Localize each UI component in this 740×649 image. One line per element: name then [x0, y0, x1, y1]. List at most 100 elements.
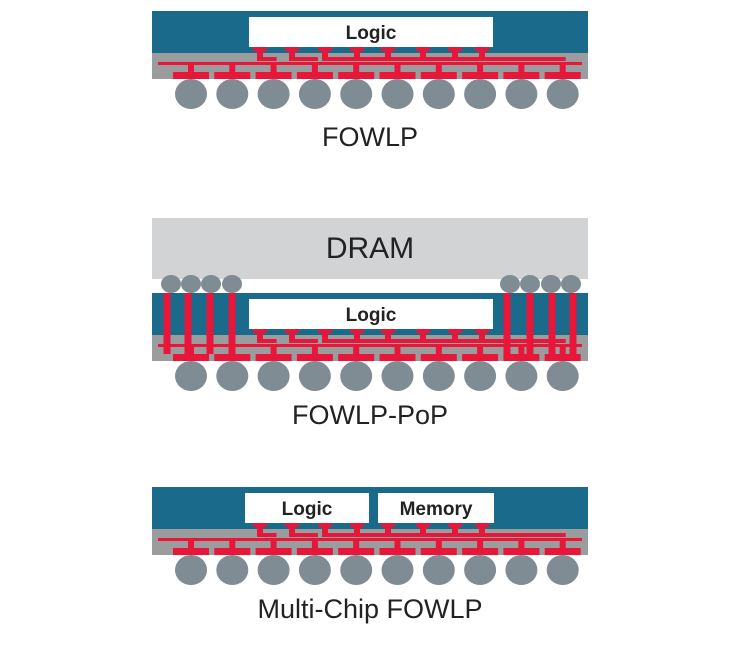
rdl-jog [420, 339, 484, 343]
rdl-stub [559, 62, 566, 74]
die-via [322, 47, 328, 61]
rdl-stub [311, 344, 318, 356]
rdl-stub [353, 344, 360, 356]
solder-ball [340, 361, 373, 391]
ball-pad [338, 548, 375, 555]
rdl-stub [435, 62, 442, 74]
pop-solder-ball [222, 275, 242, 293]
rdl-stub [518, 62, 525, 74]
pop-solder-ball [520, 275, 540, 293]
solder-ball [381, 555, 414, 585]
rdl-stub [477, 62, 484, 74]
die-via [385, 523, 391, 537]
rdl-stub [559, 344, 566, 356]
solder-ball [216, 555, 249, 585]
label-fowlp-pop: FOWLP-PoP [292, 400, 448, 430]
ball-pad [255, 354, 292, 361]
ball-pad [462, 548, 499, 555]
rdl-jog [354, 339, 401, 343]
rdl-jog [479, 339, 566, 343]
label-fowlp: FOWLP [322, 122, 418, 152]
ball-pad [544, 354, 581, 361]
pop-solder-ball [561, 275, 581, 293]
pop-solder-ball [161, 275, 181, 293]
die-via [322, 523, 328, 537]
rdl-trace [158, 344, 582, 347]
die-label-logic: Logic [346, 305, 397, 326]
rdl-jog [289, 339, 318, 343]
rdl-jog [420, 533, 484, 537]
solder-ball [546, 361, 579, 391]
rdl-jog [385, 57, 442, 61]
die-via [452, 523, 458, 537]
ball-pad [173, 354, 209, 361]
solder-ball [340, 79, 373, 109]
die-via [354, 47, 360, 61]
rdl-jog [479, 57, 566, 61]
ball-pad [420, 548, 457, 555]
rdl-jog [322, 339, 360, 343]
solder-ball [464, 79, 497, 109]
ball-pad [173, 548, 209, 555]
ball-pad [296, 354, 333, 361]
through-mold-via [526, 293, 534, 354]
through-mold-via [206, 293, 214, 354]
die-via [385, 47, 391, 61]
ball-pad [296, 548, 333, 555]
solder-ball [464, 361, 497, 391]
pop-solder-ball [541, 275, 561, 293]
ball-pad [255, 72, 292, 79]
die-via [385, 329, 391, 343]
ball-pad [255, 548, 292, 555]
die-via [420, 523, 426, 537]
solder-ball [175, 79, 207, 109]
package-fowlp: Logic [152, 11, 588, 109]
die-via [354, 329, 360, 343]
ball-pad [544, 72, 581, 79]
rdl-stub [188, 538, 194, 550]
rdl-stub [229, 62, 236, 74]
die-logic [249, 299, 493, 329]
die-via [322, 329, 328, 343]
ball-pad [462, 354, 499, 361]
rdl-stub [394, 344, 401, 356]
rdl-stub [311, 538, 318, 550]
die-via [289, 329, 295, 343]
die-via [354, 523, 360, 537]
rdl-stub [353, 62, 360, 74]
rdl-stub [477, 344, 484, 356]
solder-ball [422, 79, 455, 109]
rdl-stub [188, 62, 194, 74]
pop-solder-ball [201, 275, 221, 293]
rdl-jog [257, 533, 277, 537]
solder-ball [505, 555, 538, 585]
solder-ball [422, 361, 455, 391]
solder-ball [340, 555, 373, 585]
solder-ball [175, 555, 207, 585]
through-mold-via [228, 293, 236, 354]
pop-solder-ball [500, 275, 520, 293]
rdl-stub [477, 538, 484, 550]
through-mold-via [569, 293, 577, 354]
rdl-jog [354, 533, 401, 537]
die-via [257, 523, 263, 537]
ball-pad [379, 548, 416, 555]
rdl-jog [322, 57, 360, 61]
die-via [479, 523, 485, 537]
solder-ball [175, 361, 207, 391]
rdl-trace [158, 538, 582, 541]
ball-pad [338, 72, 375, 79]
solder-ball [216, 361, 249, 391]
rdl-stub [394, 62, 401, 74]
rdl-jog [479, 533, 566, 537]
solder-ball [381, 361, 414, 391]
dram-package [152, 218, 588, 279]
rdl-stub [270, 62, 277, 74]
die-label-memory: Memory [400, 499, 473, 520]
ball-pad [296, 72, 333, 79]
ball-pad [338, 354, 375, 361]
rdl-jog [257, 57, 277, 61]
die-label-logic: Logic [346, 23, 397, 44]
